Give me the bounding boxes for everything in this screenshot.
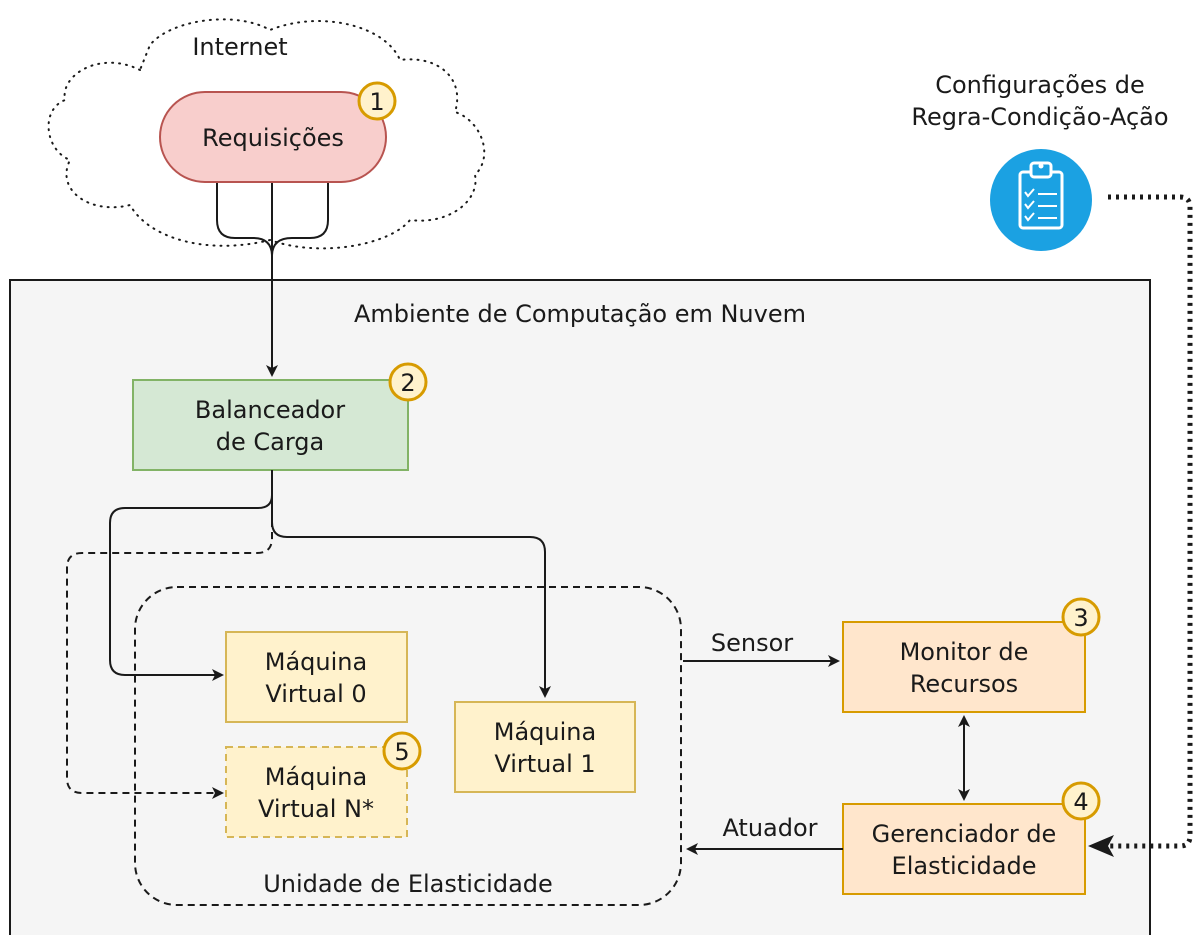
- elasticity-unit-label: Unidade de Elasticidade: [263, 870, 553, 898]
- environment-label: Ambiente de Computação em Nuvem: [354, 300, 806, 328]
- manager-line2: Elasticidade: [892, 852, 1037, 880]
- vmn-line1: Máquina: [265, 763, 367, 791]
- badge-1-text: 1: [369, 88, 384, 116]
- load-balancer-line1: Balanceador: [195, 396, 345, 424]
- rules-to-manager-edge: [1088, 194, 1193, 857]
- badge-4-text: 4: [1073, 788, 1088, 816]
- manager-line1: Gerenciador de: [872, 820, 1057, 848]
- requests-label: Requisições: [202, 124, 344, 152]
- clipboard-checklist-icon: [990, 149, 1092, 251]
- vmn-line2: Virtual N*: [258, 795, 374, 823]
- internet-label: Internet: [192, 33, 287, 61]
- rules-label-line1: Configurações de: [935, 71, 1145, 99]
- badge-3-text: 3: [1073, 604, 1088, 632]
- sensor-label: Sensor: [711, 629, 793, 657]
- vm0-node: [225, 631, 408, 723]
- badge-4: 4: [1061, 781, 1101, 821]
- actuator-label: Atuador: [722, 814, 817, 842]
- badge-3: 3: [1061, 597, 1101, 637]
- load-balancer-line2: de Carga: [216, 428, 324, 456]
- rules-label-line2: Regra-Condição-Ação: [911, 103, 1168, 131]
- badge-2: 2: [388, 362, 428, 402]
- vmn-node: [225, 746, 408, 838]
- monitor-line1: Monitor de: [900, 638, 1029, 666]
- badge-5: 5: [382, 731, 422, 771]
- badge-5-text: 5: [394, 738, 409, 766]
- elasticity-unit-frame: [134, 586, 682, 906]
- vm1-line2: Virtual 1: [494, 750, 595, 778]
- monitor-line2: Recursos: [910, 670, 1018, 698]
- resource-monitor-node: [842, 621, 1086, 713]
- vm0-line1: Máquina: [265, 648, 367, 676]
- balancer-to-vms-connectors: [66, 470, 551, 799]
- badge-2-text: 2: [400, 369, 415, 397]
- requests-node: [159, 91, 387, 183]
- elasticity-manager-node: [842, 803, 1086, 895]
- requests-to-balancer-connector: [216, 182, 329, 377]
- vm1-line1: Máquina: [494, 718, 596, 746]
- vm0-line2: Virtual 0: [265, 680, 366, 708]
- badge-1: 1: [357, 81, 397, 121]
- load-balancer-node: [132, 379, 409, 471]
- vm1-node: [454, 701, 636, 793]
